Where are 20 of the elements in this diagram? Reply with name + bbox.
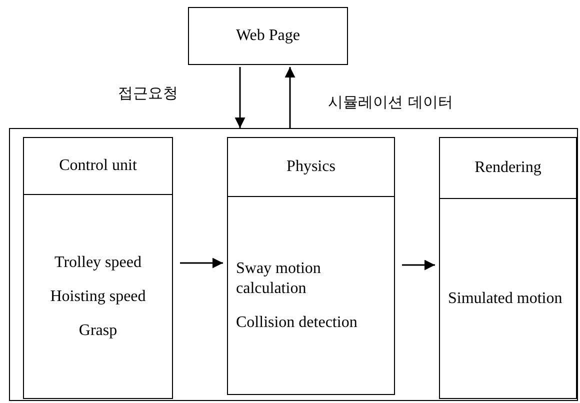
function-text: Sway motion calculation — [236, 258, 322, 298]
web-page-box: Web Page — [188, 7, 348, 65]
arrow — [234, 67, 246, 128]
arrow — [284, 67, 296, 128]
function-text: Grasp — [78, 320, 118, 340]
function-text: Hoisting speed — [50, 286, 146, 306]
compartment-heading: Control unit — [59, 157, 137, 175]
function-text: Trolley speed — [54, 252, 142, 272]
function-text: Simulated motion — [448, 288, 562, 308]
edge-label: 접근요청 — [118, 84, 178, 103]
edge-label: 시뮬레이션 데이터 — [328, 93, 453, 112]
compartment-heading: Physics — [286, 158, 336, 176]
arrow — [402, 260, 435, 270]
function-text: Collision detection — [236, 312, 358, 332]
rendering-box — [439, 137, 577, 399]
physics-box — [227, 137, 395, 395]
compartment-heading: Rendering — [474, 159, 542, 177]
arrow — [180, 258, 223, 268]
control-unit-box — [23, 137, 173, 399]
system-container — [9, 128, 578, 401]
